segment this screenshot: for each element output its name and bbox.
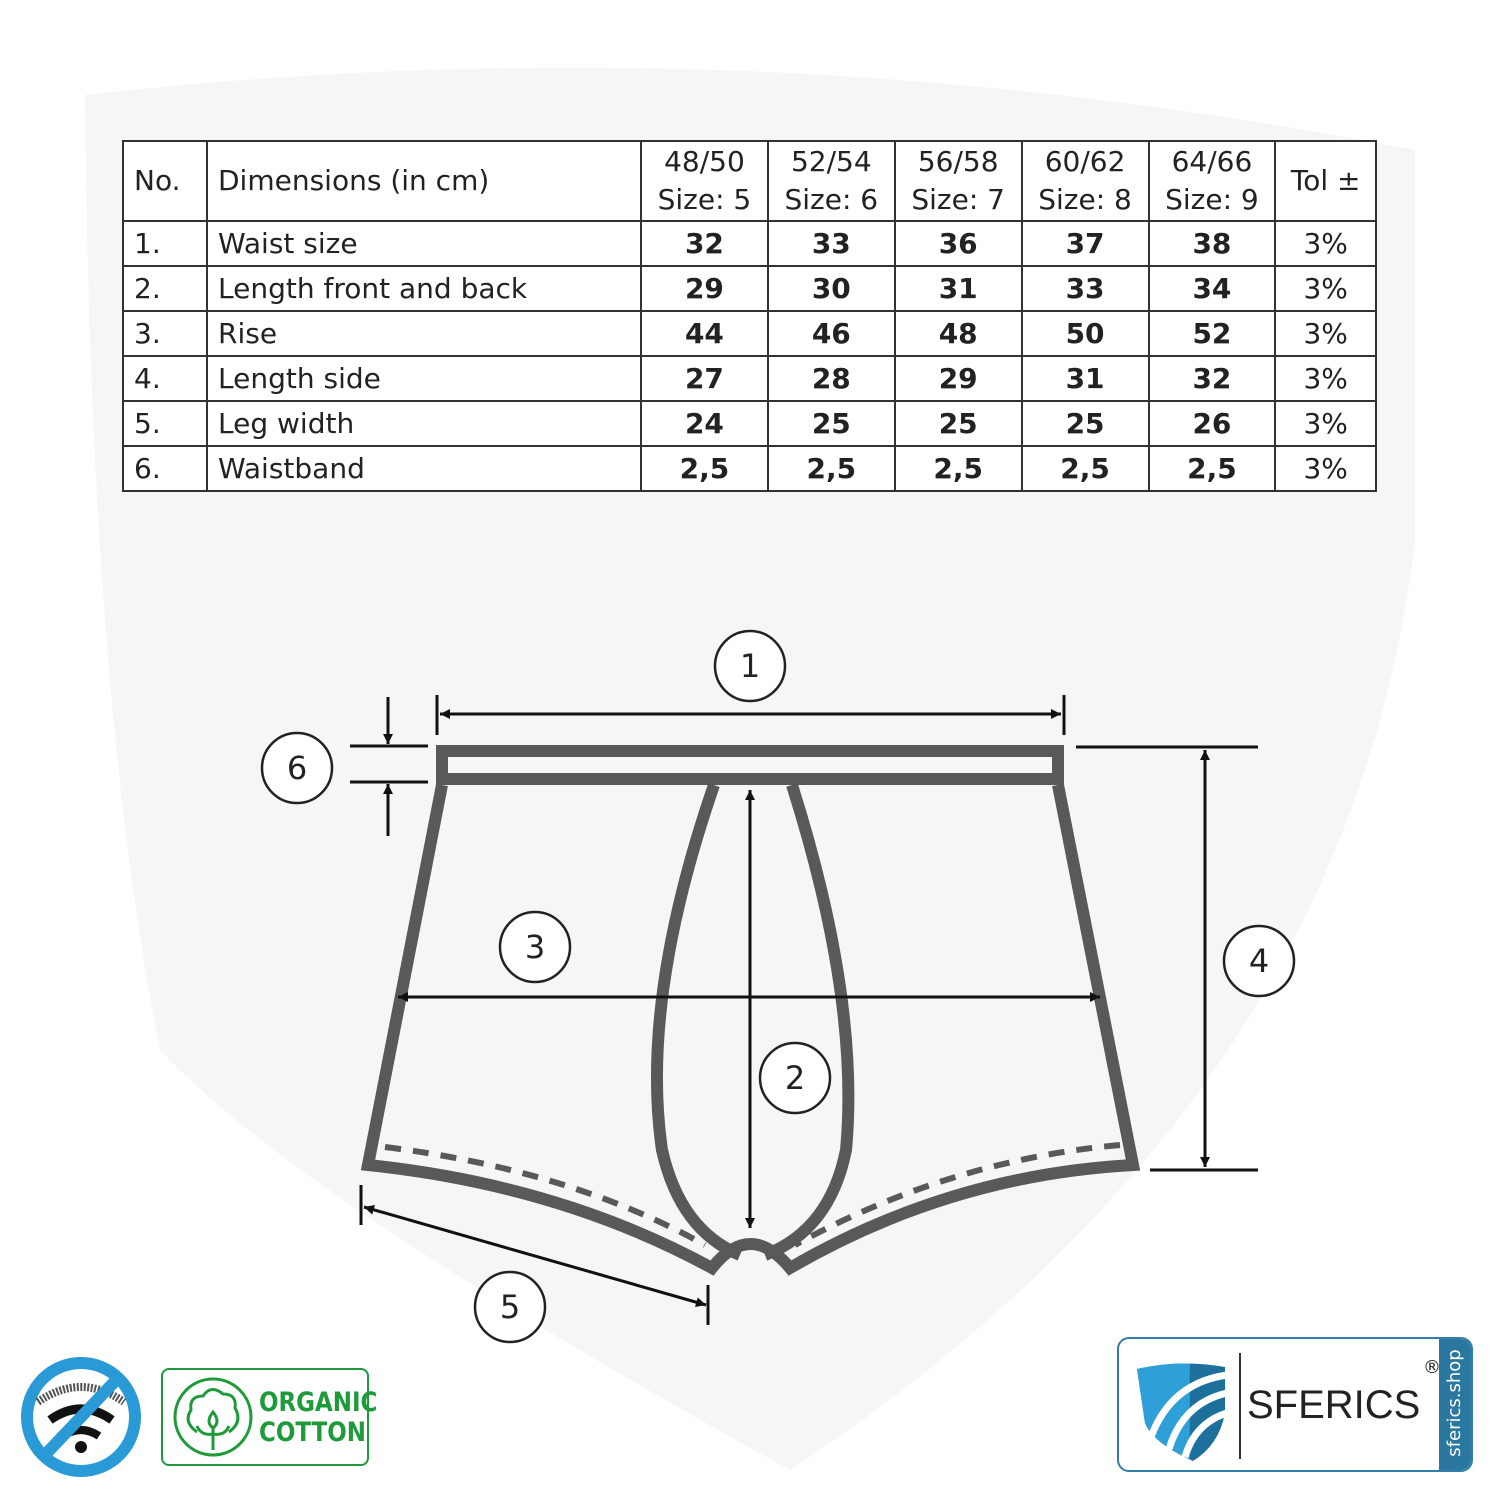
registered-mark: ® — [1423, 1357, 1441, 1378]
marker-circle-4 — [1222, 924, 1296, 998]
size-value: 24 — [640, 400, 769, 447]
size-value: 32 — [1147, 355, 1277, 402]
dimension-label: Leg width — [206, 400, 642, 447]
size-value: 29 — [640, 265, 769, 312]
dimension-label: Waist size — [206, 220, 642, 267]
marker-2: 2 — [785, 1059, 805, 1097]
dimension-label: Waistband — [206, 445, 642, 492]
cotton-plant-icon — [173, 1377, 253, 1457]
size-value: 2,5 — [640, 445, 769, 492]
size-value: 48 — [893, 310, 1023, 357]
size-value: 27 — [640, 355, 769, 402]
dimension-label: Length side — [206, 355, 642, 402]
sferics-shield-icon — [1137, 1363, 1229, 1461]
size-value: 34 — [1147, 265, 1277, 312]
dimension-label: Length front and back — [206, 265, 642, 312]
header-tolerance: Tol ± — [1274, 140, 1377, 222]
size-value: 46 — [766, 310, 896, 357]
row-number: 4. — [122, 355, 208, 402]
shop-url: sferics.shop — [1444, 1349, 1465, 1457]
size-value: 2,5 — [1147, 445, 1277, 492]
size-value: 2,5 — [766, 445, 896, 492]
size-value: 2,5 — [1020, 445, 1150, 492]
size-value: 25 — [893, 400, 1023, 447]
logo-divider — [1239, 1353, 1241, 1459]
marker-6: 6 — [287, 749, 307, 787]
row-number: 6. — [122, 445, 208, 492]
size-value: 29 — [893, 355, 1023, 402]
size-value: 52 — [1147, 310, 1277, 357]
size-value: 32 — [640, 220, 769, 267]
size-value: 36 — [893, 220, 1023, 267]
marker-circle-6 — [260, 731, 334, 805]
size-value: 37 — [1020, 220, 1150, 267]
size-value: 44 — [640, 310, 769, 357]
size-value: 25 — [1020, 400, 1150, 447]
cotton-label: COTTON — [259, 1417, 366, 1448]
tolerance-value: 3% — [1274, 355, 1377, 402]
marker-3: 3 — [525, 928, 545, 966]
tolerance-value: 3% — [1274, 265, 1377, 312]
size-value: 25 — [766, 400, 896, 447]
size-value: 31 — [893, 265, 1023, 312]
sferics-logo: SFERICS ® sferics.shop — [1117, 1337, 1473, 1472]
size-value: 33 — [766, 220, 896, 267]
size-value: 38 — [1147, 220, 1277, 267]
tolerance-value: 3% — [1274, 220, 1377, 267]
marker-circle-2 — [758, 1041, 832, 1115]
size-value: 2,5 — [893, 445, 1023, 492]
marker-circle-1 — [713, 629, 787, 703]
size-value: 30 — [766, 265, 896, 312]
marker-1: 1 — [740, 647, 760, 685]
row-number: 1. — [122, 220, 208, 267]
marker-5: 5 — [500, 1288, 520, 1326]
size-value: 28 — [766, 355, 896, 402]
row-number: 2. — [122, 265, 208, 312]
header-no: No. — [122, 140, 208, 222]
size-value: 33 — [1020, 265, 1150, 312]
stitch-lines — [384, 1142, 1121, 1248]
organic-label: ORGANIC — [259, 1387, 378, 1418]
marker-circle-3 — [498, 910, 572, 984]
tolerance-value: 3% — [1274, 445, 1377, 492]
shop-side-band: sferics.shop — [1439, 1339, 1471, 1470]
row-number: 5. — [122, 400, 208, 447]
marker-4: 4 — [1249, 942, 1269, 980]
dimension-label: Rise — [206, 310, 642, 357]
no-wifi-icon — [21, 1357, 141, 1477]
size-value: 31 — [1020, 355, 1150, 402]
tolerance-value: 3% — [1274, 310, 1377, 357]
marker-circle-5 — [473, 1270, 547, 1344]
garment-outline — [360, 745, 1141, 1276]
brand-name: SFERICS — [1247, 1383, 1421, 1427]
size-value: 26 — [1147, 400, 1277, 447]
measurement-arrows — [350, 695, 1258, 1325]
header-dimensions: Dimensions (in cm) — [206, 140, 642, 222]
size-value: 50 — [1020, 310, 1150, 357]
tolerance-value: 3% — [1274, 400, 1377, 447]
row-number: 3. — [122, 310, 208, 357]
